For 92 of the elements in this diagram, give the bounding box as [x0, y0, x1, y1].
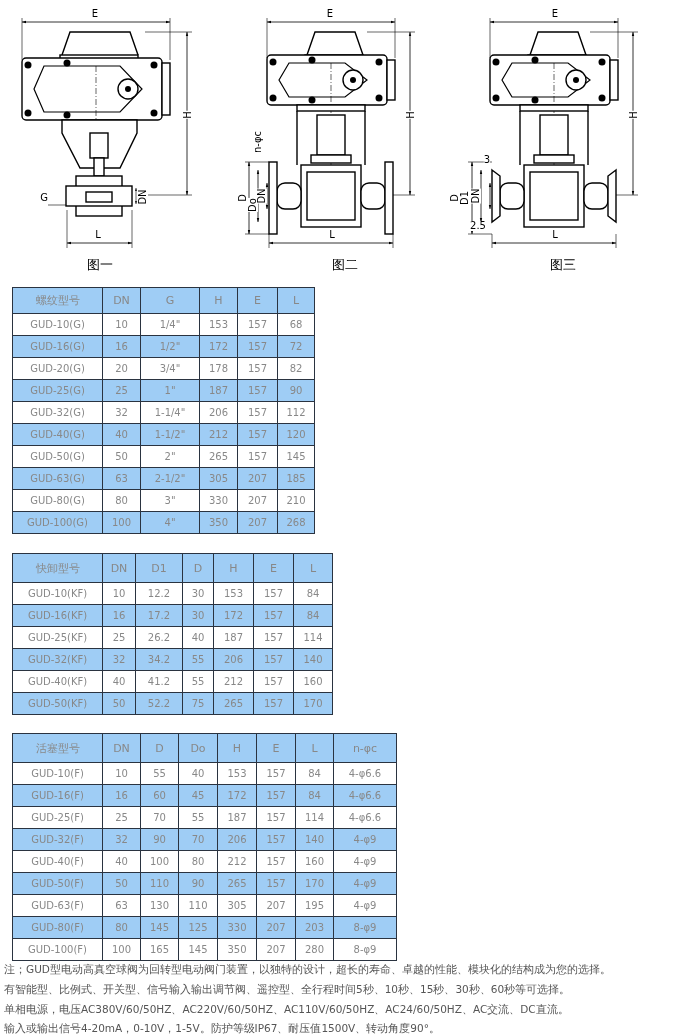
table-cell: GUD-100(F) [12, 938, 103, 961]
header-cell: 活塞型号 [12, 733, 103, 763]
dimension-label: 2.5 [470, 221, 486, 231]
table-cell: 4" [140, 511, 200, 534]
figure-caption: 图一 [87, 257, 113, 271]
dimension-label: H [629, 111, 639, 119]
header-cell: Do [178, 733, 218, 763]
table-cell: 268 [277, 511, 315, 534]
header-cell: D1 [135, 553, 183, 583]
figure-caption: 图二 [332, 257, 358, 271]
table-cell: 1/2" [140, 335, 200, 358]
table-cell: 1-1/2" [140, 423, 200, 446]
dimension-label: DN [138, 189, 148, 205]
table-cell: 1" [140, 379, 200, 402]
note-text: 单相电源，电压AC380V/60/50HZ、AC220V/60/50HZ、AC110V/60/50HZ、AC24/60/50HZ、AC交流、DC直流。 [4, 1004, 569, 1015]
table-cell: 157 [256, 828, 296, 851]
note-text: 注；GUD型电动高真空球阀为回转型电动阀门装置，以独特的设计，超长的寿命、卓越的性能、模块化的结构成为您的选择。 [4, 964, 611, 975]
dimension-label: E [91, 9, 99, 19]
header-cell: n-φc [333, 733, 397, 763]
table-cell: 8-φ9 [333, 916, 397, 939]
table-cell: GUD-100(G) [12, 511, 103, 534]
header-cell: L [295, 733, 334, 763]
table-cell: 84 [293, 604, 333, 627]
table-cell: 350 [199, 511, 238, 534]
table-cell: 157 [256, 872, 296, 895]
dimension-label: E [326, 9, 334, 19]
table-cell: 207 [237, 511, 278, 534]
dimension-label: E [551, 9, 559, 19]
table-cell: 4-φ9 [333, 828, 397, 851]
table-cell: 185 [277, 467, 315, 490]
header-cell: 螺纹型号 [12, 287, 103, 314]
dimension-label: H [183, 111, 193, 119]
note-text: 有智能型、比例式、开关型、信号输入输出调节阀、遥控型、全行程时间5秒、10秒、15秒、30秒、60秒等可选择。 [4, 984, 571, 995]
table-cell: 207 [256, 916, 296, 939]
header-cell: DN [102, 553, 136, 583]
table-cell: 330 [217, 916, 257, 939]
header-cell: L [293, 553, 333, 583]
table-cell: 70 [178, 828, 218, 851]
table-cell: 16 [102, 604, 136, 627]
table-cell: 34.2 [135, 648, 183, 671]
header-cell: DN [102, 733, 141, 763]
figure-caption: 图三 [550, 257, 576, 271]
table-cell: 30 [182, 604, 214, 627]
table-cell: 140 [293, 648, 333, 671]
table-cell: 157 [256, 784, 296, 807]
table-cell: 170 [293, 692, 333, 715]
table-cell: 17.2 [135, 604, 183, 627]
table-cell: 2-1/2" [140, 467, 200, 490]
table-cell: 120 [277, 423, 315, 446]
table-cell: 45 [178, 784, 218, 807]
dimension-label: L [329, 230, 335, 240]
header-cell: D [140, 733, 179, 763]
table-cell: 4-φ9 [333, 872, 397, 895]
table-cell: 32 [102, 648, 136, 671]
table-cell: 4-φ6.6 [333, 784, 397, 807]
dimension-label: DN [257, 188, 267, 204]
table-cell: 90 [277, 379, 315, 402]
dimension-label: Do [248, 198, 258, 212]
table-cell: 72 [277, 335, 315, 358]
table-cell: 55 [182, 648, 214, 671]
header-cell: G [140, 287, 200, 314]
table-cell: 50 [102, 692, 136, 715]
table-cell: 75 [182, 692, 214, 715]
dimension-label: L [552, 230, 558, 240]
dimension-label: n-φc [253, 131, 263, 153]
dimension-label: H [406, 111, 416, 119]
table-cell: 157 [253, 692, 294, 715]
table-cell: 265 [217, 872, 257, 895]
table-cell: 206 [217, 828, 257, 851]
dimension-label: D1 [460, 190, 470, 206]
table-cell: 8-φ9 [333, 938, 397, 961]
table-cell: 90 [178, 872, 218, 895]
header-cell: E [256, 733, 296, 763]
header-cell: H [217, 733, 257, 763]
table-cell: 172 [217, 784, 257, 807]
note-text: 输入或输出信号4-20mA，0-10V，1-5V。防护等级IP67、耐压值1500V、转动角度90°。 [4, 1023, 440, 1034]
table-cell: 100 [102, 511, 141, 534]
table-cell: 125 [178, 916, 218, 939]
header-cell: H [213, 553, 254, 583]
header-cell: E [253, 553, 294, 583]
dimension-label: D [238, 194, 248, 202]
dimension-label: G [40, 193, 48, 203]
table-cell: 265 [213, 692, 254, 715]
header-cell: D [182, 553, 214, 583]
dimension-label: L [95, 230, 101, 240]
header-cell: L [277, 287, 315, 314]
table-cell: GUD-50(KF) [12, 692, 103, 715]
table-cell: 52.2 [135, 692, 183, 715]
dimension-label: D [450, 194, 460, 202]
dimension-label: 3 [483, 155, 491, 165]
dimension-label: DN [471, 188, 481, 204]
header-cell: 快卸型号 [12, 553, 103, 583]
